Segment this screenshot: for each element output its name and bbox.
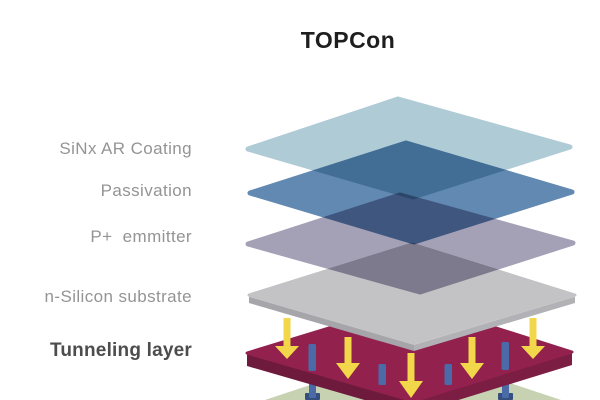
down-arrow [275, 318, 299, 359]
layer-sinx-ar-coating [245, 96, 573, 200]
down-arrow [336, 337, 360, 379]
substrate-side-left [249, 295, 414, 351]
blue-bar [378, 364, 386, 385]
label-tunneling-layer: Tunneling layer [49, 340, 192, 361]
label-p-plus-emitter: P+ emmitter [90, 227, 192, 246]
down-arrow [521, 318, 545, 359]
label-passivation: Passivation [100, 181, 192, 200]
substrate-side-right [414, 295, 575, 351]
layer-substrate [247, 242, 577, 351]
substrate-top-face [247, 242, 577, 345]
blue-bar [308, 344, 316, 371]
blue-bar [501, 342, 509, 370]
page-title: TOPCon [300, 27, 396, 53]
label-sinx-ar-coating: SiNx AR Coating [59, 139, 192, 158]
down-arrow [460, 337, 484, 379]
label-n-silicon-substrate: n-Silicon substrate [44, 287, 192, 306]
down-arrow [399, 353, 423, 398]
blue-bar [444, 364, 452, 385]
